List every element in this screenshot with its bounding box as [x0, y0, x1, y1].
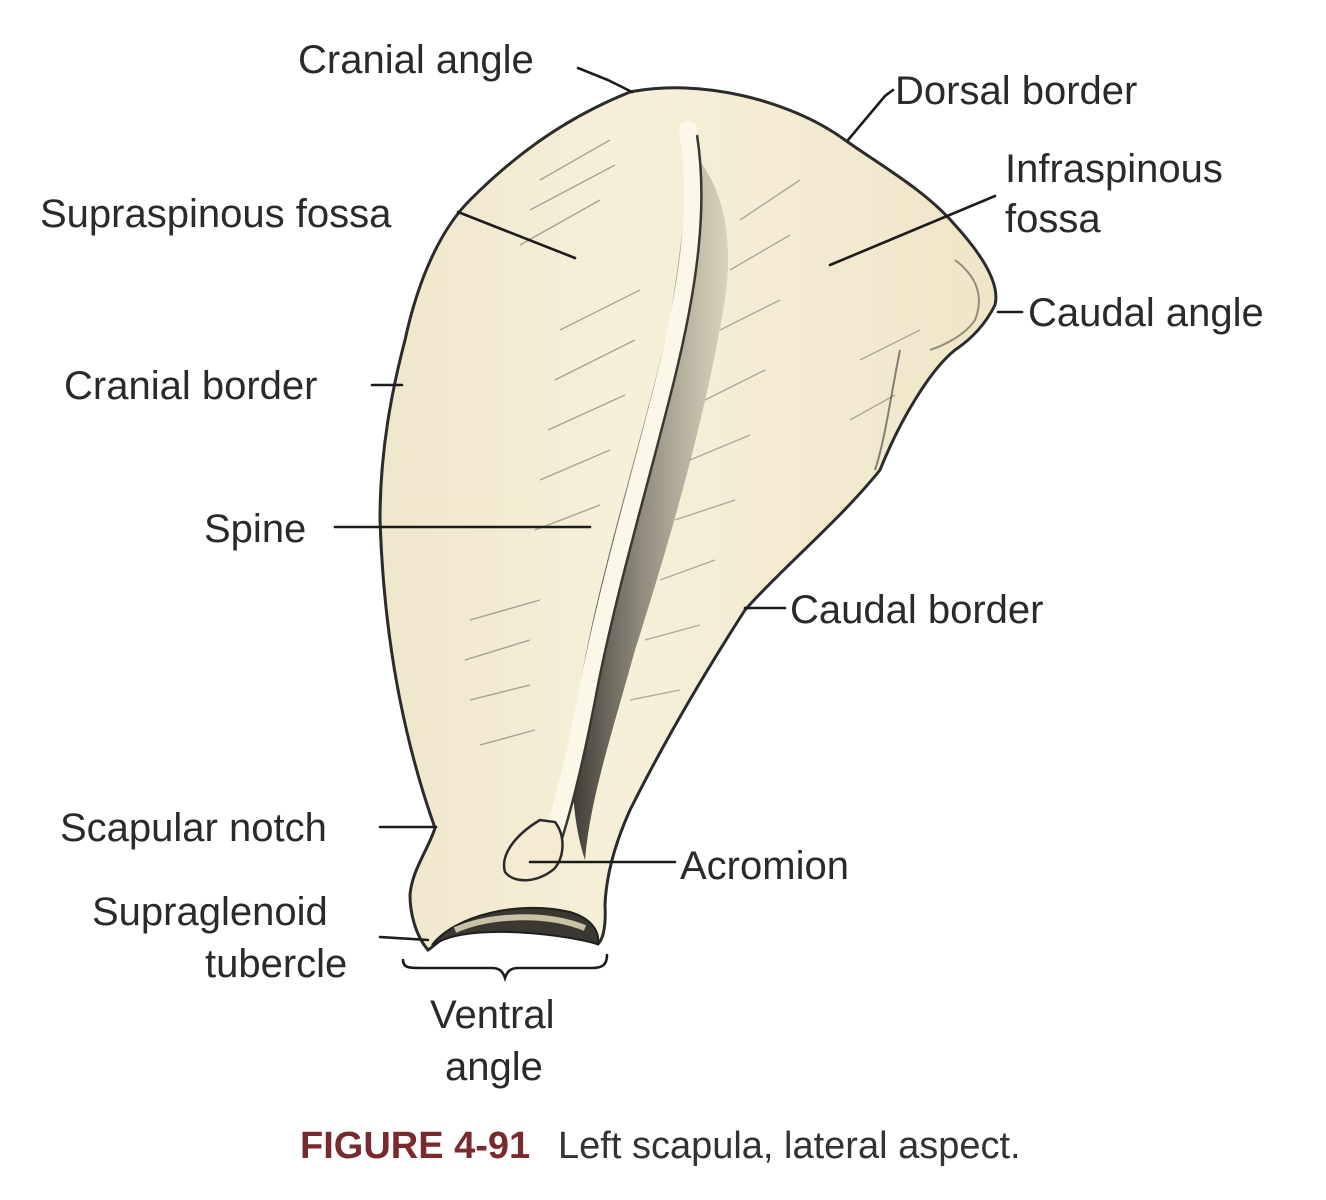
hatching-infraspinous: [629, 179, 921, 701]
spine-ridge-edge: [551, 134, 703, 866]
label-acromion: Acromion: [680, 844, 849, 888]
label-supraspinous-fossa: Supraspinous fossa: [40, 192, 392, 236]
spine-ridge: [536, 121, 703, 869]
labels: Cranial angle Dorsal border Infraspinous…: [40, 38, 1264, 1089]
label-cranial-border: Cranial border: [64, 364, 317, 408]
caption-text: Left scapula, lateral aspect.: [558, 1125, 1021, 1167]
leader-supraspinous-fossa: [456, 210, 577, 260]
label-infraspinous-fossa-line1: Infraspinous: [1005, 147, 1223, 191]
leader-infraspinous-fossa: [828, 194, 997, 267]
figure-caption: FIGURE 4-91 Left scapula, lateral aspect…: [300, 1125, 1021, 1167]
glenoid-rim: [453, 914, 587, 933]
label-caudal-angle: Caudal angle: [1028, 291, 1264, 335]
acromion-shape: [502, 818, 564, 882]
label-ventral-angle-line1: Ventral: [430, 993, 555, 1037]
hatching-supraspinous: [464, 139, 641, 746]
label-cranial-angle: Cranial angle: [298, 38, 534, 82]
label-scapular-notch: Scapular notch: [60, 806, 327, 850]
label-supraglenoid-tubercle-line1: Supraglenoid: [92, 890, 328, 934]
label-ventral-angle-line2: angle: [445, 1045, 543, 1089]
ventral-angle-brace: [401, 953, 609, 983]
label-supraglenoid-tubercle-line2: tubercle: [205, 942, 347, 986]
leader-dorsal-border: [846, 88, 895, 142]
caudal-angle-detail: [929, 259, 980, 351]
leader-cranial-angle: [576, 66, 634, 94]
label-dorsal-border: Dorsal border: [895, 69, 1137, 113]
label-caudal-border: Caudal border: [790, 588, 1044, 632]
label-spine: Spine: [204, 507, 306, 551]
scapula-drawing: [378, 86, 998, 952]
leader-lines: [333, 66, 1024, 983]
label-infraspinous-fossa-line2: fossa: [1005, 197, 1101, 241]
infraspinous-ridge: [874, 349, 901, 471]
leader-supraglenoid-tubercle: [378, 935, 430, 942]
spine-shadow: [572, 150, 729, 860]
caption-number: FIGURE 4-91: [300, 1125, 530, 1167]
